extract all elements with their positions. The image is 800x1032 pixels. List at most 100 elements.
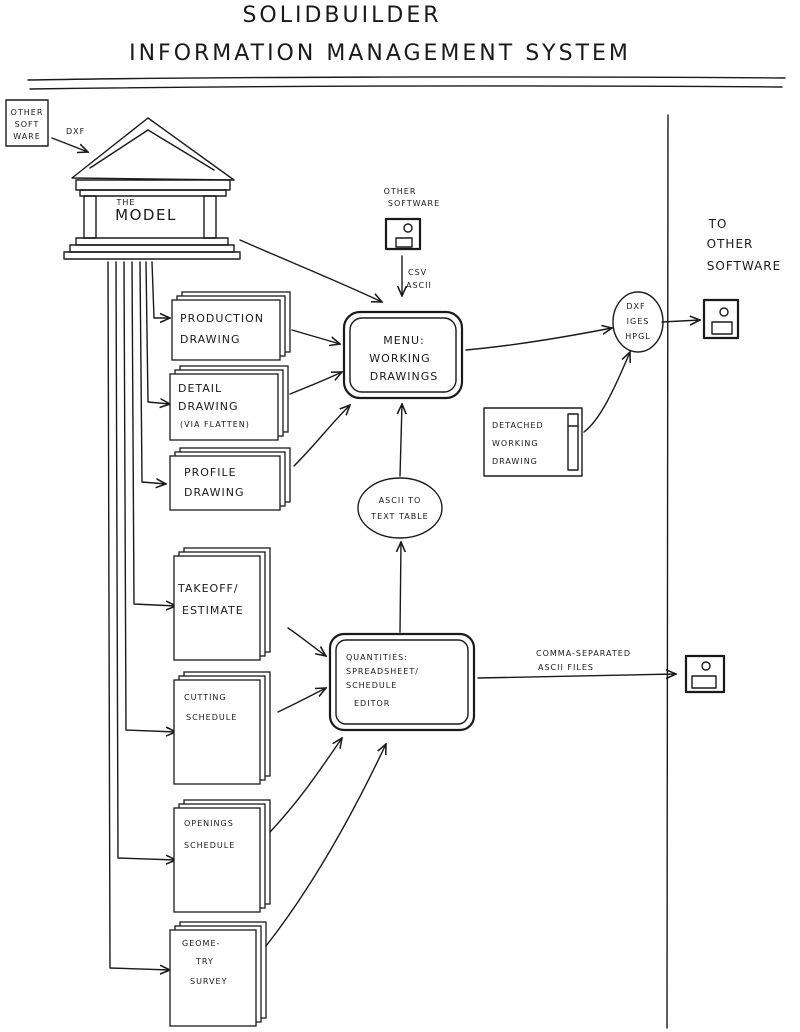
detail-drawing-node: DETAIL DRAWING (VIA FLATTEN)	[169, 365, 289, 441]
model-column-left	[83, 195, 97, 239]
model-label-line-1: THE	[116, 198, 136, 207]
dxf-input-arrow	[51, 137, 88, 152]
detached-line-1: DETACHED	[492, 421, 544, 430]
detail-drawing-line-3: (VIA FLATTEN)	[180, 420, 250, 429]
detail-to-menu-arrow	[289, 372, 342, 395]
quantities-to-csv-arrow	[477, 674, 676, 678]
csv-software-label-line-2: SOFTWARE	[388, 199, 440, 208]
detached-line-2: WORKING	[492, 439, 539, 448]
menu-to-export-arrow	[465, 328, 612, 351]
detached-to-export-arrow	[583, 352, 630, 433]
title-underline-2	[29, 85, 783, 90]
cutting-line-2: SCHEDULE	[186, 713, 237, 722]
quantities-editor-node: QUANTITIES: SPREADSHEET/ SCHEDULE EDITOR	[328, 632, 476, 732]
takeoff-line-1: TAKEOFF/	[177, 582, 239, 595]
csv-input-label-line-1: CSV	[408, 268, 427, 277]
export-formats-node: DXF IGES HPGL	[612, 291, 664, 353]
other-software-csv-node: OTHER SOFTWARE CSV ASCII	[384, 187, 440, 296]
detached-working-drawing-node: DETACHED WORKING DRAWING	[483, 407, 583, 477]
profile-drawing-line-1: PROFILE	[184, 466, 237, 479]
disk-icon	[702, 298, 740, 340]
quantities-line-3: SCHEDULE	[346, 681, 397, 690]
model-roof-inner	[89, 129, 215, 171]
takeoff-to-quantities-arrow	[287, 627, 326, 656]
quantities-to-ascii-table-arrow	[400, 542, 401, 633]
profile-drawing-line-2: DRAWING	[184, 486, 244, 499]
to-other-software-line-1: TO	[708, 217, 728, 231]
production-drawing-line-1: PRODUCTION	[180, 312, 264, 325]
detached-line-3: DRAWING	[492, 457, 538, 466]
model-step-3	[63, 251, 241, 260]
csv-software-label-line-1: OTHER	[384, 187, 417, 196]
geometry-line-1: GEOME-	[182, 939, 220, 948]
title-underline-1	[27, 76, 786, 81]
line-to-profile	[139, 261, 166, 484]
cutting-line-1: CUTTING	[184, 693, 227, 702]
model-roof	[71, 117, 235, 181]
quantities-line-1: QUANTITIES:	[346, 653, 408, 662]
title-block: SOLIDBUILDER INFORMATION MANAGEMENT SYST…	[27, 3, 786, 90]
model-step-2	[69, 244, 235, 253]
profile-to-menu-arrow	[293, 405, 350, 467]
production-drawing-line-2: DRAWING	[180, 333, 240, 346]
csv-input-label-line-2: ASCII	[406, 281, 432, 290]
geometry-line-2: TRY	[195, 957, 214, 966]
ascii-table-line-2: TEXT TABLE	[370, 512, 428, 521]
openings-schedule-node: OPENINGS SCHEDULE	[173, 799, 271, 913]
model-label-line-2: MODEL	[115, 206, 177, 224]
quantities-line-4: EDITOR	[354, 699, 390, 708]
ascii-to-text-table-node: ASCII TO TEXT TABLE	[357, 477, 443, 539]
export-format-hpgl: HPGL	[625, 332, 651, 341]
export-to-disk-arrow	[661, 320, 700, 322]
menu-line-1: MENU:	[383, 334, 424, 347]
menu-working-drawings-node: MENU: WORKING DRAWINGS	[342, 310, 464, 400]
detail-drawing-line-2: DRAWING	[178, 400, 238, 413]
geometry-to-quantities-arrow	[265, 744, 386, 947]
model-distribution-lines	[107, 261, 176, 970]
detail-drawing-line-1: DETAIL	[178, 382, 222, 395]
other-software-box-line-3: WARE	[13, 132, 41, 141]
disk-icon	[384, 217, 422, 251]
title-line-1: SOLIDBUILDER	[242, 3, 441, 28]
line-to-takeoff	[131, 261, 176, 606]
to-other-software-line-3: SOFTWARE	[707, 259, 781, 273]
takeoff-estimate-node: TAKEOFF/ ESTIMATE	[173, 547, 271, 661]
other-software-box-line-2: SOFT	[15, 120, 40, 129]
line-to-production	[151, 261, 170, 318]
ascii-table-to-menu-arrow	[400, 404, 402, 477]
cutting-to-quantities-arrow	[277, 688, 326, 713]
model-column-right	[203, 195, 217, 239]
disk-icon	[684, 654, 726, 694]
cutting-schedule-node: CUTTING SCHEDULE	[173, 671, 271, 785]
other-software-dxf-node: OTHER SOFT WARE DXF	[5, 99, 88, 152]
line-to-openings	[115, 261, 176, 860]
production-drawing-node: PRODUCTION DRAWING	[171, 291, 291, 361]
quantities-line-2: SPREADSHEET/	[346, 667, 419, 676]
profile-drawing-node: PROFILE DRAWING	[169, 447, 291, 511]
export-format-iges: IGES	[627, 317, 650, 326]
to-other-software-node: TO OTHER SOFTWARE	[661, 217, 781, 340]
model-to-menu-arrow	[239, 239, 382, 302]
to-other-software-line-2: OTHER	[707, 237, 754, 251]
takeoff-line-2: ESTIMATE	[182, 604, 244, 617]
model-entablature-lower	[79, 189, 227, 197]
openings-to-quantities-arrow	[269, 738, 342, 833]
model-entablature	[75, 179, 231, 191]
model-step-1	[75, 237, 229, 246]
other-software-box-line-1: OTHER	[11, 108, 44, 117]
external-divider	[666, 114, 669, 1029]
line-to-geometry	[107, 261, 170, 970]
openings-line-2: SCHEDULE	[184, 841, 235, 850]
dxf-input-label: DXF	[66, 127, 85, 136]
export-format-dxf: DXF	[626, 302, 645, 311]
csv-files-label-line-1: COMMA-SEPARATED	[536, 649, 631, 658]
geometry-line-3: SURVEY	[190, 977, 227, 986]
geometry-survey-node: GEOME- TRY SURVEY	[169, 921, 267, 1027]
production-to-menu-arrow	[291, 329, 340, 344]
menu-line-3: DRAWINGS	[370, 370, 438, 383]
other-software-box	[5, 99, 49, 147]
menu-line-2: WORKING	[369, 352, 430, 365]
ascii-table-line-1: ASCII TO	[379, 496, 422, 505]
csv-files-label-line-2: ASCII FILES	[538, 663, 594, 672]
